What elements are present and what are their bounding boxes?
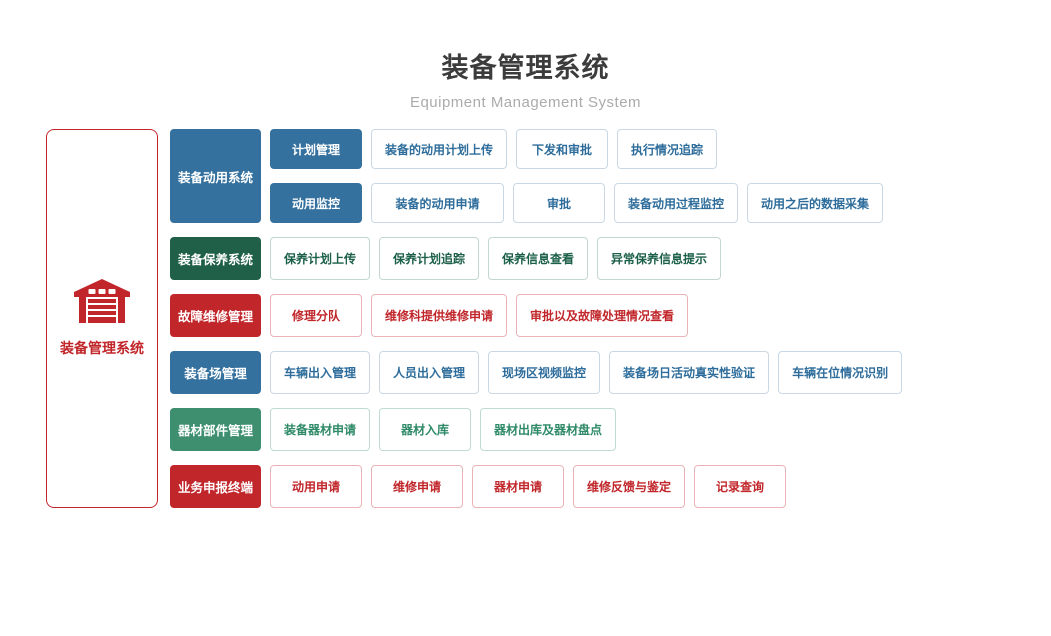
node-vehicle-in-place-recognition: 车辆在位情况识别 [778, 351, 903, 394]
node-mobilization-application: 装备的动用申请 [371, 183, 504, 223]
page-subtitle: Equipment Management System [409, 94, 642, 111]
row-materials-management: 器材部件管理 装备器材申请 器材入库 器材出库及器材盘点 [170, 408, 902, 451]
node-repair-application: 维修科提供维修申请 [371, 294, 508, 337]
page-header: 装备管理系统 Equipment Management System [0, 46, 1051, 111]
garage-icon [74, 279, 130, 328]
node-abnormal-maintenance-alert: 异常保养信息提示 [597, 237, 722, 280]
node-repair-request: 维修申请 [371, 465, 463, 508]
node-vehicle-access: 车辆出入管理 [270, 351, 371, 394]
node-approval: 审批 [513, 183, 605, 223]
diagram-grid: 装备动用系统 计划管理 装备的动用计划上传 下发和审批 执行情况追踪 动用监控 … [170, 129, 903, 508]
node-materials-inbound: 器材入库 [379, 408, 472, 451]
node-issue-approval: 下发和审批 [516, 129, 609, 169]
node-activity-verification: 装备场日活动真实性验证 [609, 351, 770, 394]
category-declaration-terminal: 业务申报终端 [170, 465, 261, 508]
category-yard-management: 装备场管理 [170, 351, 261, 394]
node-personnel-access: 人员出入管理 [379, 351, 480, 394]
node-materials-application: 装备器材申请 [270, 408, 371, 451]
category-mobilization-system: 装备动用系统 [170, 129, 261, 223]
system-root-panel: 装备管理系统 [46, 129, 158, 508]
node-execution-tracking: 执行情况追踪 [617, 129, 718, 169]
subrow-plan-management: 计划管理 装备的动用计划上传 下发和审批 执行情况追踪 [270, 129, 883, 169]
row-maintenance-system: 装备保养系统 保养计划上传 保养计划追踪 保养信息查看 异常保养信息提示 [170, 237, 902, 280]
node-repair-feedback-appraisal: 维修反馈与鉴定 [573, 465, 686, 508]
node-maintenance-plan-upload: 保养计划上传 [270, 237, 371, 280]
node-maintenance-info-view: 保养信息查看 [488, 237, 589, 280]
node-repair-approval-view: 审批以及故障处理情况查看 [516, 294, 689, 337]
row-yard-management: 装备场管理 车辆出入管理 人员出入管理 现场区视频监控 装备场日活动真实性验证 … [170, 351, 903, 394]
row-declaration-terminal: 业务申报终端 动用申请 维修申请 器材申请 维修反馈与鉴定 记录查询 [170, 465, 902, 508]
node-maintenance-plan-tracking: 保养计划追踪 [379, 237, 480, 280]
page-title: 装备管理系统 [441, 53, 610, 83]
node-plan-management: 计划管理 [270, 129, 362, 169]
node-process-monitoring: 装备动用过程监控 [614, 183, 739, 223]
category-repair-management: 故障维修管理 [170, 294, 261, 337]
node-mobilization-request: 动用申请 [270, 465, 362, 508]
node-materials-outbound-inventory: 器材出库及器材盘点 [480, 408, 617, 451]
system-root-label: 装备管理系统 [60, 340, 144, 356]
row-mobilization-system: 装备动用系统 计划管理 装备的动用计划上传 下发和审批 执行情况追踪 动用监控 … [170, 129, 902, 223]
mobilization-subgroups: 计划管理 装备的动用计划上传 下发和审批 执行情况追踪 动用监控 装备的动用申请… [270, 129, 884, 223]
node-post-data-collection: 动用之后的数据采集 [747, 183, 884, 223]
node-record-query: 记录查询 [694, 465, 787, 508]
node-mobilization-monitoring: 动用监控 [270, 183, 362, 223]
category-maintenance-system: 装备保养系统 [170, 237, 261, 280]
node-site-video-monitoring: 现场区视频监控 [488, 351, 601, 394]
node-materials-request: 器材申请 [472, 465, 564, 508]
node-plan-upload: 装备的动用计划上传 [371, 129, 508, 169]
subrow-mobilization-monitoring: 动用监控 装备的动用申请 审批 装备动用过程监控 动用之后的数据采集 [270, 183, 884, 223]
row-repair-management: 故障维修管理 修理分队 维修科提供维修申请 审批以及故障处理情况查看 [170, 294, 902, 337]
node-repair-unit: 修理分队 [270, 294, 362, 337]
category-materials-management: 器材部件管理 [170, 408, 261, 451]
